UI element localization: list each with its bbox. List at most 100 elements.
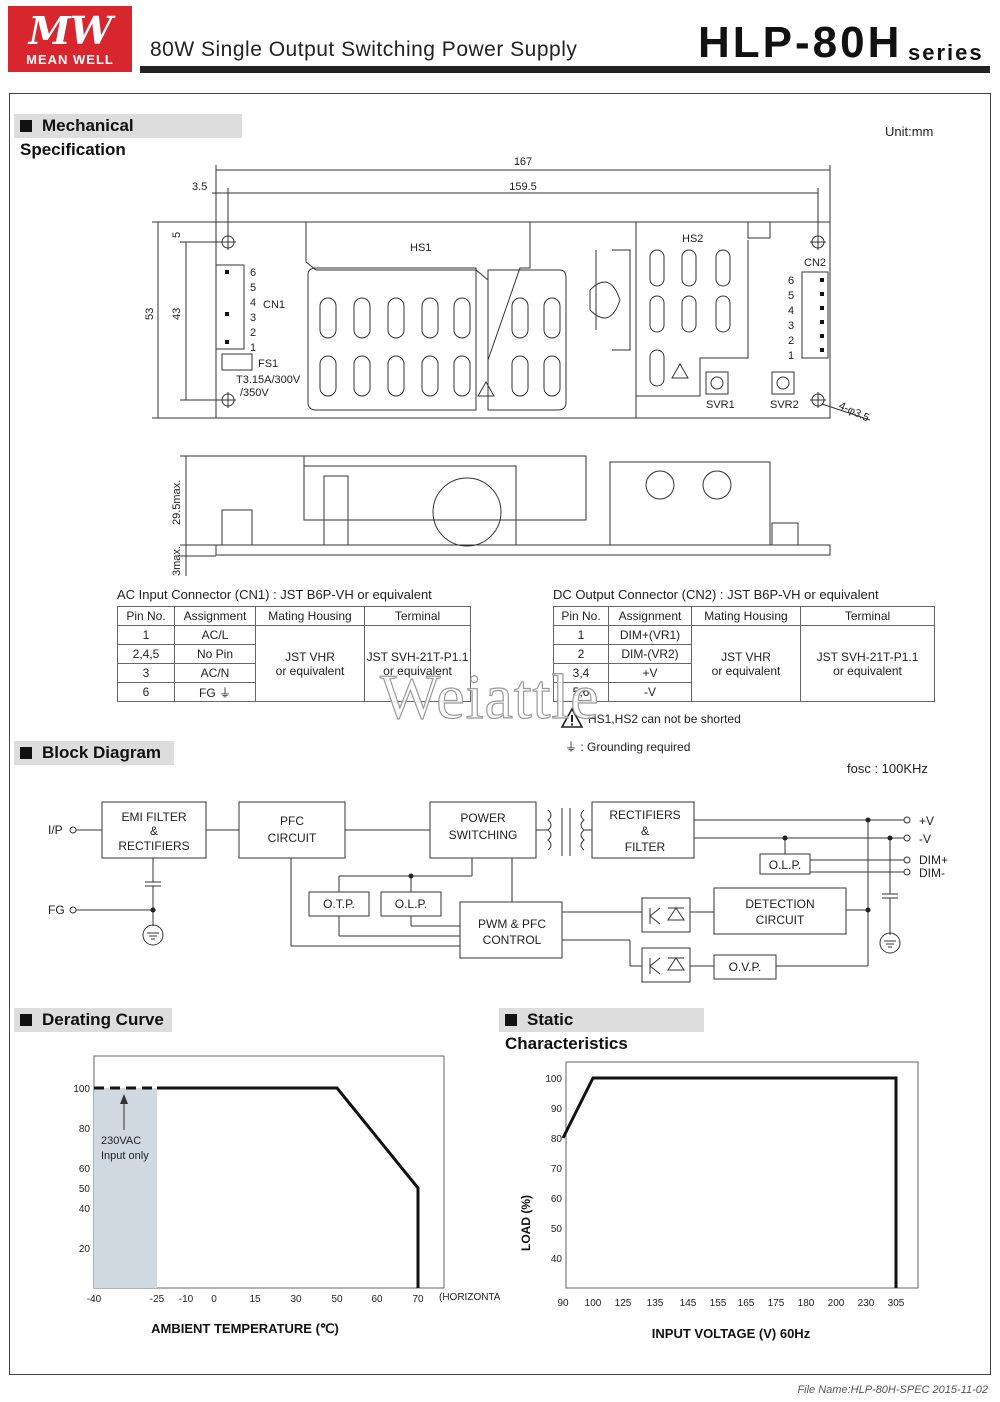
y-tick-label: 70 (551, 1164, 563, 1175)
cn2-header-assign: Assignment (608, 606, 692, 626)
derating-series-line (157, 1086, 420, 1288)
model-name: HLP-80H (698, 18, 903, 67)
otp-label: O.T.P. (323, 897, 355, 911)
mechanical-drawing: 167 159.5 3.5 5 53 43 29.5max. 3max. 4-φ… (144, 156, 871, 576)
out-dim-plus: DIM+ (919, 853, 948, 867)
fuse-label-2: /350V (240, 387, 269, 399)
x-tick-label: 155 (710, 1298, 727, 1309)
y-axis-label: LOAD (%) (519, 1195, 533, 1251)
cn1-header-assign: Assignment (174, 606, 256, 626)
cn1-pin-6: 6 (250, 267, 256, 279)
derating-title-text: Derating Curve (42, 1010, 164, 1029)
ip-label: I/P (48, 823, 63, 837)
emi-line3: RECTIFIERS (118, 839, 189, 853)
detection-block (713, 887, 847, 935)
cn1-housing-line2: or equivalent (275, 663, 345, 678)
ovp-label: O.V.P. (729, 960, 762, 974)
cn1-row-pin: 2,4,5 (117, 644, 175, 664)
y-tick-label: 40 (551, 1254, 563, 1265)
fg-label: FG (48, 903, 65, 917)
cn2-pin-3: 3 (788, 320, 794, 332)
fs1-label: FS1 (258, 358, 278, 370)
hole-label: 4-φ3.5 (837, 400, 871, 424)
mechanical-section-title: Mechanical Specification (14, 114, 242, 159)
unit-label: Unit:mm (885, 124, 934, 139)
y-tick-label: 90 (551, 1104, 563, 1115)
rect-line3: FILTER (625, 840, 666, 854)
y-tick-label: 100 (73, 1084, 90, 1095)
cn1-row-assign: No Pin (174, 644, 256, 664)
cn1-pin-5: 5 (250, 282, 256, 294)
y-tick-label: 50 (551, 1224, 563, 1235)
cn1-row-pin: 3 (117, 663, 175, 683)
logo-text: MEAN WELL (26, 52, 114, 67)
plot-frame (565, 1061, 919, 1289)
emi-line1: EMI FILTER (121, 810, 186, 824)
cn1-pin-3: 3 (250, 312, 256, 324)
static-title-text: Static Characteristics (505, 1010, 628, 1053)
x-tick-label: 60 (371, 1294, 383, 1305)
cn2-housing-line2: or equivalent (711, 663, 781, 678)
x-tick-label: 200 (828, 1298, 845, 1309)
cn1-pin-2: 2 (250, 327, 256, 339)
x-tick-label: 100 (585, 1298, 602, 1309)
cn1-row-assign: AC/N (174, 663, 256, 683)
cn1-header-housing: Mating Housing (255, 606, 365, 626)
svr1-label: SVR1 (706, 399, 735, 411)
cn1-pin-1: 1 (250, 342, 256, 354)
power-line1: POWER (460, 811, 506, 825)
cn2-row-pin: 5,6 (553, 682, 609, 702)
cn2-pin-5: 5 (788, 290, 794, 302)
x-tick-label: 125 (615, 1298, 632, 1309)
cn1-pin-4: 4 (250, 297, 256, 309)
pwm-line2: CONTROL (483, 933, 542, 947)
file-name-footer: File Name:HLP-80H-SPEC 2015-11-02 (797, 1384, 988, 1396)
y-tick-label: 80 (79, 1124, 91, 1135)
cn2-pin-2: 2 (788, 335, 794, 347)
y-tick-label: 60 (79, 1164, 91, 1175)
x-tick-label: 50 (331, 1294, 343, 1305)
series-label: series (908, 40, 984, 65)
cn1-header-terminal: Terminal (364, 606, 471, 626)
cn2-table: Pin No. Assignment Mating Housing Termin… (553, 606, 935, 702)
spec-frame (9, 93, 991, 1375)
cn1-header-pin: Pin No. (117, 606, 175, 626)
y-tick-label: 20 (79, 1244, 91, 1255)
block-diagram: EMI FILTER & RECTIFIERS PFC CIRCUIT POWE… (48, 801, 948, 983)
cn2-terminal-line1: JST SVH-21T-P1.1 (816, 649, 919, 664)
y-tick-label: 50 (79, 1184, 91, 1195)
header-rule (140, 66, 990, 73)
cn1-table: Pin No. Assignment Mating Housing Termin… (117, 606, 471, 702)
note-arrow-head (120, 1094, 128, 1104)
out-plus-v: +V (919, 814, 934, 828)
cn2-header-terminal: Terminal (800, 606, 935, 626)
out-dim-minus: DIM- (919, 866, 945, 880)
logo-mark: MW (28, 8, 113, 53)
cn2-row-assign: +V (608, 663, 692, 683)
ground-note: ⏚ : Grounding required (565, 740, 691, 754)
x-axis-label: INPUT VOLTAGE (V) 60Hz (652, 1326, 811, 1341)
cn1-row-assign: FG ⏚ (174, 682, 256, 702)
dim-5: 5 (171, 232, 183, 238)
note-line2: Input only (101, 1150, 149, 1162)
hs1-label: HS1 (410, 242, 431, 254)
cn1-row-pin: 1 (117, 625, 175, 645)
dim-159-5: 159.5 (509, 181, 537, 193)
section-square-icon (20, 747, 32, 759)
mean-well-logo: MW MEAN WELL (8, 6, 132, 72)
x-tick-label: 15 (249, 1294, 261, 1305)
cn1-label: CN1 (263, 299, 285, 311)
cn2-header-housing: Mating Housing (691, 606, 801, 626)
cn1-terminal-line2: or equivalent (383, 663, 452, 678)
dim-53: 53 (144, 308, 156, 320)
block-section-title: Block Diagram (14, 741, 174, 765)
x-tick-label: 175 (768, 1298, 785, 1309)
x-tick-label: 90 (557, 1298, 569, 1309)
x-tick-label: 70 (412, 1294, 424, 1305)
horizontal-note: (HORIZONTAL) (439, 1292, 500, 1303)
opto-coupler-top (641, 897, 691, 933)
cn1-housing-line1: JST VHR (285, 649, 335, 664)
dim-43: 43 (171, 308, 183, 320)
